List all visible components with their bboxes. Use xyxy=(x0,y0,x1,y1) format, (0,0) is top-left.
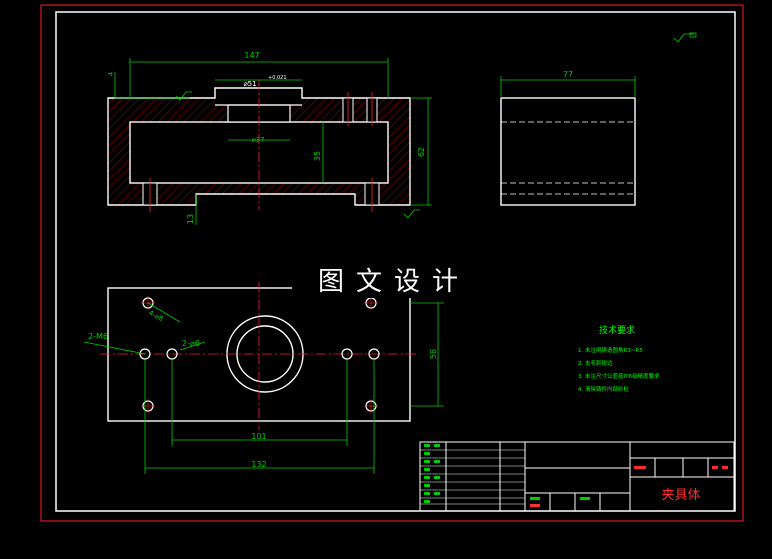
dim-bore-tol: +0.021 xyxy=(268,75,287,81)
side-view: 77 xyxy=(500,70,636,206)
title-block xyxy=(419,441,735,512)
outer-frame xyxy=(40,4,744,522)
dim-depth: 35 xyxy=(313,151,322,161)
inner-frame xyxy=(55,11,736,512)
dim-plan-height: 58 xyxy=(429,349,438,359)
watermark-text: 图文设计 xyxy=(318,267,470,297)
dim-bore-mid: ⌀37 xyxy=(251,136,264,144)
tech-item-3: 3. 未注尺寸公差按IT8级精度要求 xyxy=(578,372,660,380)
tech-item-1: 1. 未注明铸造圆角R3~R5 xyxy=(578,346,643,354)
title-block-red-marks xyxy=(530,466,728,507)
dim-top-width: 147 xyxy=(244,51,259,60)
tech-item-2: 2. 去毛刺锐边 xyxy=(578,359,613,367)
title-block-rows xyxy=(420,449,525,505)
dim-span-101: 101 xyxy=(251,432,266,441)
plan-view: 101 132 58 2-M6 2-⌀6 4-⌀8 xyxy=(83,282,444,474)
dim-span-132: 132 xyxy=(251,460,266,469)
front-section-view: 147 ⌀51 +0.021 ⌀37 35 62 13 4 xyxy=(107,51,432,225)
watermark-bg xyxy=(292,262,474,298)
part-name: 夹具体 xyxy=(661,488,700,503)
dim-base: 13 xyxy=(186,214,195,224)
dim-height: 62 xyxy=(417,147,426,157)
tech-heading: 技术要求 xyxy=(599,324,635,336)
tech-requirements: 技术要求 1. 未注明铸造圆角R3~R5 2. 去毛刺锐边 3. 未注尺寸公差按… xyxy=(578,324,660,393)
dim-side-width: 77 xyxy=(563,70,573,79)
title-block-marks xyxy=(424,444,590,503)
label-holes-m6: 2-M6 xyxy=(88,332,108,341)
dim-small-4: 4 xyxy=(107,71,115,76)
tech-item-4: 4. 清除铸件内部砂粒 xyxy=(578,385,629,393)
dim-bore-top: ⌀51 xyxy=(243,80,256,88)
roughness-symbol-icon xyxy=(673,32,697,43)
label-holes-phi6: 2-⌀6 xyxy=(182,339,200,348)
